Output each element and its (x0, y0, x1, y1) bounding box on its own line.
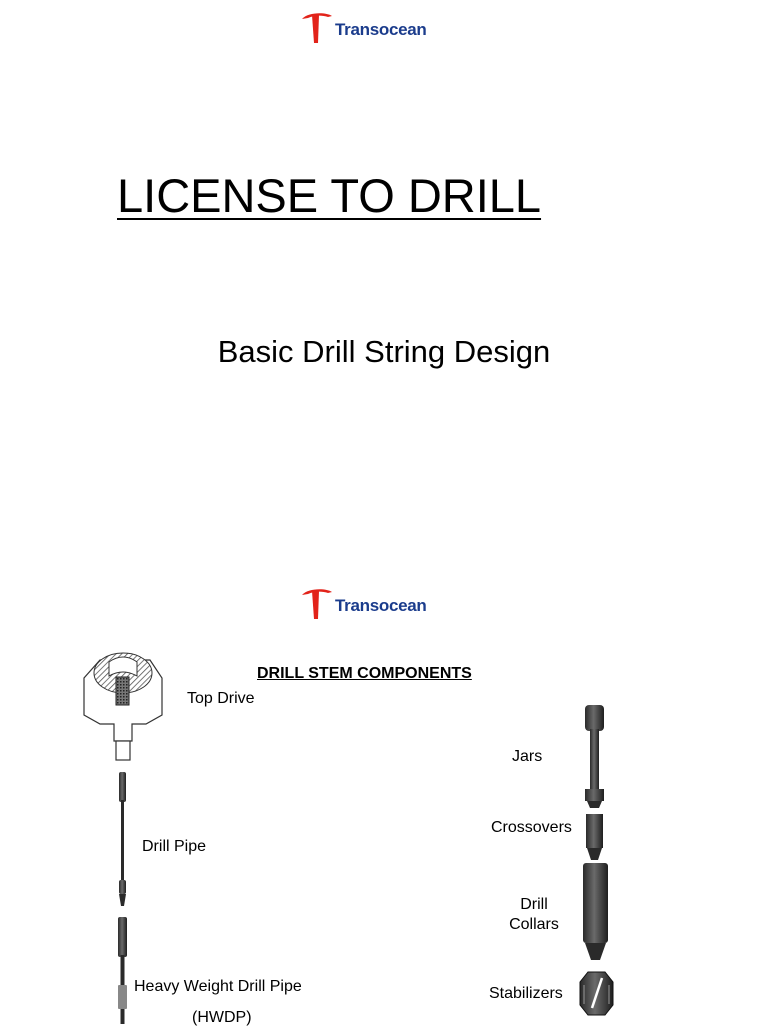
jars-icon (585, 705, 604, 808)
logo-wordmark: Transocean (335, 20, 427, 39)
page-subtitle: Basic Drill String Design (217, 334, 551, 369)
label-crossovers: Crossovers (491, 819, 572, 836)
transocean-mark-icon (302, 13, 332, 43)
label-drill-collars-line1: Drill (520, 896, 548, 913)
hwdp-icon (118, 917, 127, 1024)
section-heading: DRILL STEM COMPONENTS (257, 665, 472, 682)
label-hwdp-line1: Heavy Weight Drill Pipe (134, 978, 302, 995)
label-drill-collars-line2: Collars (509, 916, 559, 933)
top-drive-icon (83, 652, 163, 761)
page-title: LICENSE TO DRILL (117, 169, 542, 222)
drill-collars-icon (583, 863, 608, 960)
label-drill-pipe: Drill Pipe (142, 838, 207, 855)
transocean-logo-second: Transocean (300, 586, 427, 619)
logo-wordmark: Transocean (335, 596, 427, 615)
transocean-logo-top: Transocean (300, 10, 427, 43)
label-hwdp-line2: (HWDP) (192, 1009, 252, 1026)
drill-pipe-icon (119, 772, 126, 906)
label-stabilizers: Stabilizers (489, 985, 563, 1002)
label-jars: Jars (512, 748, 543, 765)
transocean-mark-icon (302, 589, 332, 619)
label-top-drive: Top Drive (187, 690, 255, 707)
stabilizer-icon (579, 971, 614, 1016)
crossover-icon (586, 814, 603, 860)
